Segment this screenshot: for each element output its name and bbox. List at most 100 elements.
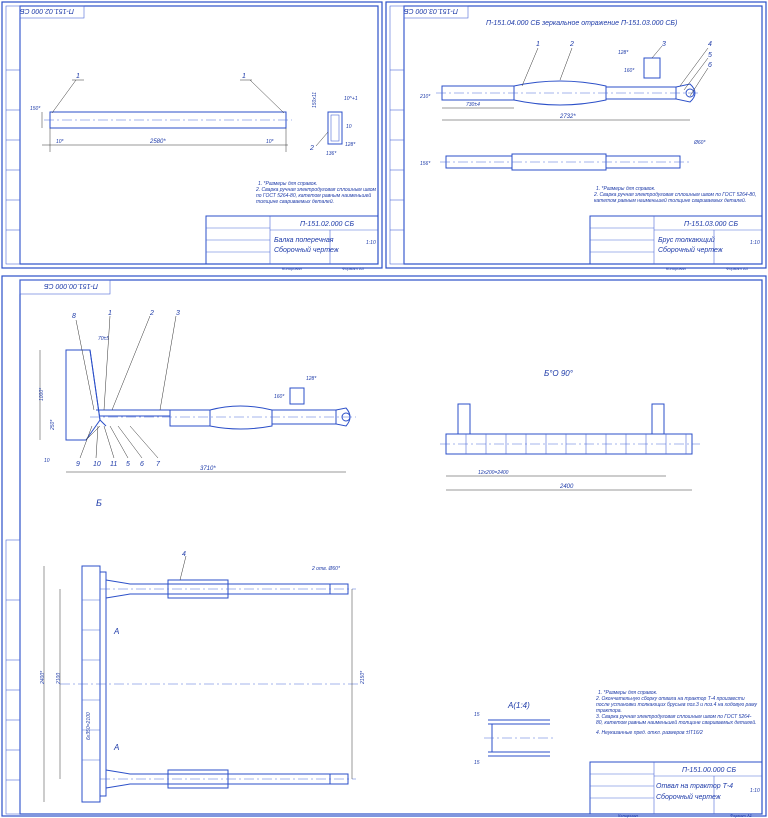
sheet3-callout-1: 1 (108, 310, 112, 317)
sheet2-dim-sect: 128* (618, 50, 629, 56)
sheet3-dim-2-holes: 2 отв. Ø60* (311, 566, 341, 572)
sheet1-dim-sect-h: 150x11 (312, 92, 318, 108)
sheet3-title-code: П-151.00.000 СБ (682, 767, 736, 774)
sheet2-note-2-wrap: 2. Сварка ручная электродуговая сплошным… (594, 192, 757, 204)
sheet2-note-2: 2. Сварка ручная электродуговая сплошным… (594, 192, 757, 204)
sheet2-callout-2: 2 (569, 41, 574, 48)
sheet3-scale: 1:10 (750, 788, 760, 794)
sheet3-dim-15a: 15 (474, 712, 480, 718)
sheet2-title-sub: Сборочный чертеж (658, 246, 724, 254)
sheet1-dim-sect-a: 10 (346, 124, 352, 130)
sheet3-label-a2: А (113, 743, 119, 752)
sheet3-note-3: 3. Сварка ручная электродуговая сплошным… (596, 714, 757, 726)
sheet2-stamp-code: П-151.03.000 СБ (404, 7, 458, 14)
sheet1-dim-10-left: 10* (56, 139, 65, 145)
sheet2-callout-6: 6 (708, 62, 712, 69)
sheet3-label-b: Б (96, 498, 102, 508)
sheet1-title-code: П-151.02.000 СБ (300, 221, 354, 228)
sheet2-title-code: П-151.03.000 СБ (684, 221, 738, 228)
sheet2-scale: 1:10 (750, 240, 760, 246)
sheet3-footer-copy: Копировал (618, 813, 639, 818)
sheet2-callout-4: 4 (708, 41, 712, 48)
sheet3-callout-6: 6 (140, 461, 144, 468)
sheet3-stamp-code: П-151.00.000 СБ (44, 282, 98, 289)
sheet3-footer-format: Формат А1 (730, 813, 752, 818)
sheet3-callout-4: 4 (182, 551, 186, 558)
sheet2-dim-h2: 156* (420, 161, 431, 167)
sheet1-dim-sect-w: 128* (345, 142, 356, 148)
sheet3-callout-5: 5 (126, 461, 130, 468)
sheet3-dim-6x350: 6x350=2100 (86, 712, 92, 740)
sheet3-callout-8: 8 (72, 313, 76, 320)
sheet2-callout-5: 5 (708, 52, 712, 59)
sheet3-callout-10: 10 (93, 461, 101, 468)
sheet2-callouts: 1 2 3 4 5 6 (521, 41, 712, 97)
sheet2-header-text: П-151.04.000 СБ зеркальное отражение П-1… (486, 20, 677, 27)
sheet3-callout-3: 3 (176, 310, 180, 317)
sheet1-note-2: 2. Сварка ручная электродуговая сплошным… (256, 187, 376, 205)
sheet1-callout-2: 2 (309, 145, 314, 152)
sheet3-note-4: 4. Неуказанные пред. откл. размеров ±IT1… (596, 730, 703, 736)
sheet3-dim-15b: 15 (474, 760, 480, 766)
sheet3-notes: 1. *Размеры для справок. 2. Окончательну… (596, 690, 757, 736)
sheet2-dim-part: 730±4 (466, 102, 480, 108)
sheet3-title-name: Отвал на трактор Т-4 (656, 783, 733, 790)
sheet3-callouts-top: 8 1 2 3 (72, 310, 180, 411)
sheet3-callout-11: 11 (110, 461, 117, 468)
sheet3-dim-70: 70±5 (98, 336, 109, 342)
sheet3-dim-2100: 2100 (56, 673, 62, 685)
sheet1-footer-format: Формат А3 (342, 266, 365, 271)
sheet3-dim-length: 3710* (200, 466, 216, 472)
sheet3-callout-2: 2 (149, 310, 154, 317)
sheet1-dim-height: 150* (30, 106, 41, 112)
sheet3-dim-sect: 128* (306, 376, 317, 382)
sheet3-dim-250: 250* (50, 419, 56, 431)
sheet3-note-1: 1. *Размеры для справок. (598, 690, 657, 696)
sheet2-dim-h1: 210* (419, 94, 431, 100)
sheet3-view-b-ribs (465, 434, 687, 454)
sheet2-callout-1: 1 (536, 41, 540, 48)
sheet3-dim-height: 1000* (39, 387, 45, 401)
sheet3-callout-10-left: 10 (44, 458, 50, 464)
sheet1-title-name: Балка поперечная (274, 237, 334, 244)
sheet3-label-a1: А (113, 627, 119, 636)
sheet1-callout-1b: 1 (242, 73, 246, 80)
sheet1-dim-sect-b: 136* (326, 151, 337, 157)
sheet2-dim-sect-h: 160* (624, 68, 635, 74)
sheet3-dim-2150: 2150* (360, 670, 366, 685)
sheet1-note-1: 1. *Размеры для справок. (258, 181, 317, 187)
sheet3-notes-wrap: 2. Окончательную сборку отвала на тракто… (596, 696, 757, 736)
sheet2-dim-total: 2732* (559, 114, 576, 120)
sheet3-callouts-bottom: 9 10 11 5 6 7 (76, 425, 161, 468)
sheet-1: П-151.02.000 СБ 2580* 10* 10* 150* 1 1 2… (1, 1, 383, 271)
sheet1-title-sub: Сборочный чертеж (274, 246, 340, 254)
sheet2-footer-copy: Копировал (666, 266, 687, 271)
sheet3-title-sub: Сборочный чертеж (656, 793, 722, 801)
sheet3-dim-12x200: 12x200=2400 (478, 470, 509, 476)
sheet3-view-b: Б°О 90° (544, 369, 574, 378)
sheet-2: П-151.03.000 СБ П-151.04.000 СБ зеркальн… (385, 1, 767, 271)
sheet2-note-1: 1. *Размеры для справок. (596, 186, 655, 192)
sheet1-dim-length: 2580* (149, 139, 166, 145)
sheet1-dim-10-right: 10* (266, 139, 275, 145)
sheet2-footer-format: Формат А3 (726, 266, 749, 271)
sheet3-dim-2400: 2400 (559, 484, 574, 490)
sheet1-scale: 1:10 (366, 240, 376, 246)
sheet2-callout-3: 3 (662, 41, 666, 48)
sheet3-callout-9: 9 (76, 461, 80, 468)
sheet1-footer-copy: Копировал (282, 266, 303, 271)
sheet2-dim-d: Ø60* (693, 140, 706, 146)
sheet3-dim-sect-h: 160* (274, 394, 285, 400)
sheet3-plan-ribs (82, 599, 100, 761)
sheet1-callout-1a: 1 (76, 73, 80, 80)
sheet3-note-2: 2. Окончательную сборку отвала на тракто… (596, 696, 757, 714)
sheet1-dim-sect-c: 10^+1 (344, 96, 358, 102)
sheet-3: П-151.00.000 СБ 3710* 1000* 250* 70±5 10… (1, 275, 767, 818)
sheet3-view-a: А(1:4) (507, 701, 530, 710)
sheet1-stamp-code: П-151.02.000 СБ (20, 7, 74, 14)
sheet2-title-name: Брус толкающий (658, 236, 715, 244)
sheet3-dim-2400v: 2400* (40, 670, 46, 685)
sheet3-callout-7: 7 (156, 461, 161, 468)
sheet1-note-2-wrap: 2. Сварка ручная электродуговая сплошным… (256, 187, 376, 205)
